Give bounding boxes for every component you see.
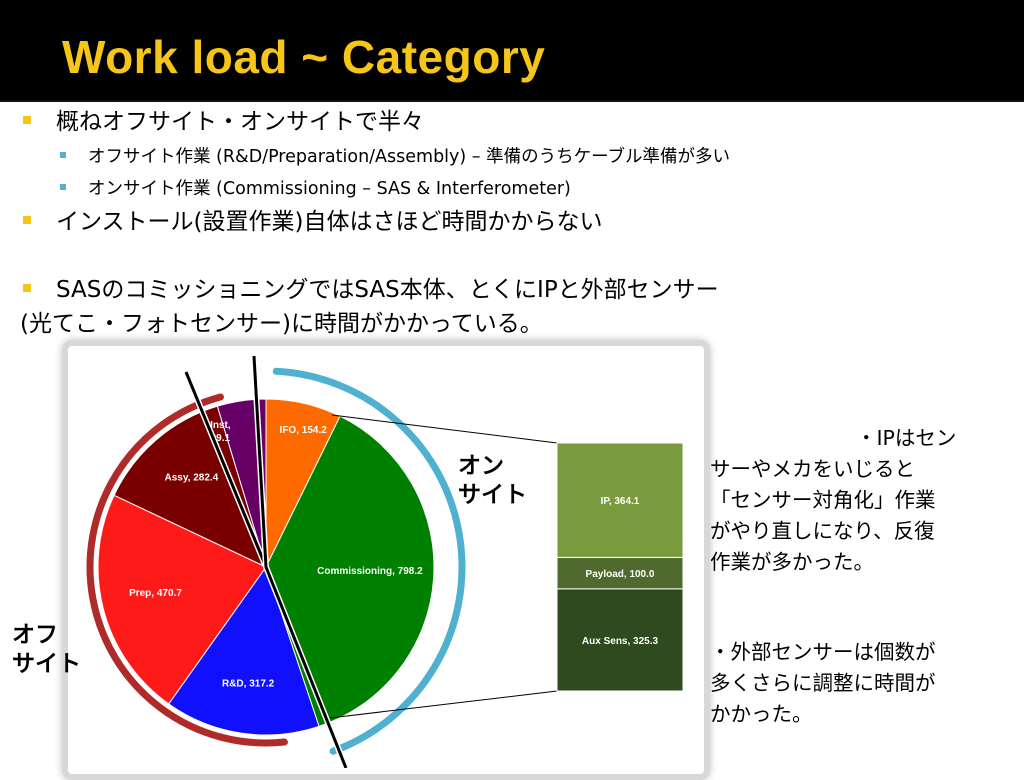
bullet-square-icon xyxy=(23,284,31,292)
note-ip-line: 作業が多かった。 xyxy=(710,550,874,574)
sub-bullet-icon xyxy=(60,184,66,190)
pie-slice xyxy=(265,415,435,728)
category-rings xyxy=(86,367,466,755)
note-ip-line: がやり直しになり、反復 xyxy=(710,519,935,543)
title-bar: Work load ~ Category xyxy=(0,0,1024,102)
sub-bullet-icon xyxy=(60,152,66,158)
note-sensor-line: 多くさらに調整に時間が xyxy=(710,671,936,695)
onsite-label: オン サイト xyxy=(458,452,527,510)
onsite-label-line-1: オン xyxy=(458,453,504,479)
bullet-square-icon xyxy=(23,216,31,224)
stacked-bar-chart: Aux Sens, 325.3 Payload, 100.0 IP, 364.1 xyxy=(556,442,684,692)
note-sensor-line: ・外部センサーは個数が xyxy=(710,640,936,664)
stacked-bar-label: Aux Sens, 325.3 xyxy=(582,636,659,647)
divider-line xyxy=(184,371,268,568)
note-ip-line: サーやメカをいじると xyxy=(710,457,915,481)
bullet-5-continuation-text: (光てこ・フォトセンサー)に時間がかかっている。 xyxy=(20,311,543,337)
offsite-label: オフ サイト xyxy=(12,621,81,679)
zoom-connector-lines xyxy=(329,414,558,719)
note-ip-line: 「センサー対角化」作業 xyxy=(710,488,936,512)
connector-line xyxy=(329,690,558,719)
onsite-ring xyxy=(272,367,466,755)
note-sensor: ・外部センサーは個数が 多くさらに調整に時間が かかった。 xyxy=(710,637,1010,730)
slide-title: Work load ~ Category xyxy=(62,31,546,83)
pie-slice xyxy=(216,398,267,568)
stacked-bar-label: IP, 364.1 xyxy=(601,496,640,507)
pie-slice-label: Inst,99.1 xyxy=(210,420,231,444)
note-sensor-line: かかった。 xyxy=(710,702,813,726)
pie-slice-label: R&D, 317.2 xyxy=(222,679,275,690)
offsite-label-line-2: サイト xyxy=(12,651,81,677)
offsite-ring xyxy=(86,393,288,747)
connector-line xyxy=(331,414,558,444)
bullet-5-text: SASのコミッショニングではSAS本体、とくにIPと外部センサー xyxy=(56,277,719,303)
pie-slice xyxy=(167,565,320,736)
stacked-bar-segment xyxy=(556,588,684,692)
bullet-2-text: オフサイト作業 (R&D/Preparation/Assembly) – 準備の… xyxy=(88,147,731,167)
divider-line xyxy=(252,355,268,568)
bullet-4-text: インストール(設置作業)自体はさほど時間かからない xyxy=(56,209,603,235)
bullet-1-text: 概ねオフサイト・オンサイトで半々 xyxy=(56,109,424,135)
note-ip: ・IPはセン サーやメカをいじると 「センサー対角化」作業 がやり直しになり、反… xyxy=(710,423,1010,578)
onsite-label-line-2: サイト xyxy=(458,482,527,508)
offsite-label-line-1: オフ xyxy=(12,622,58,648)
pie-slice-label: Assy, 282.4 xyxy=(165,472,219,483)
bullet-square-icon xyxy=(23,116,31,124)
note-ip-line: ・IPはセン xyxy=(856,426,957,450)
stacked-bar-segment xyxy=(556,442,684,558)
pie-slice xyxy=(113,405,267,568)
divider-lines xyxy=(183,355,349,768)
bullet-3-text: オンサイト作業 (Commissioning – SAS & Interfero… xyxy=(88,179,571,199)
pie-slice-label: Prep, 470.7 xyxy=(129,588,182,599)
pie-slice-label: IFO, 154.2 xyxy=(280,425,328,436)
stacked-bar-label: Payload, 100.0 xyxy=(586,569,655,580)
pie-slice-label: Commissioning, 798.2 xyxy=(317,566,423,577)
divider-line xyxy=(264,566,348,768)
